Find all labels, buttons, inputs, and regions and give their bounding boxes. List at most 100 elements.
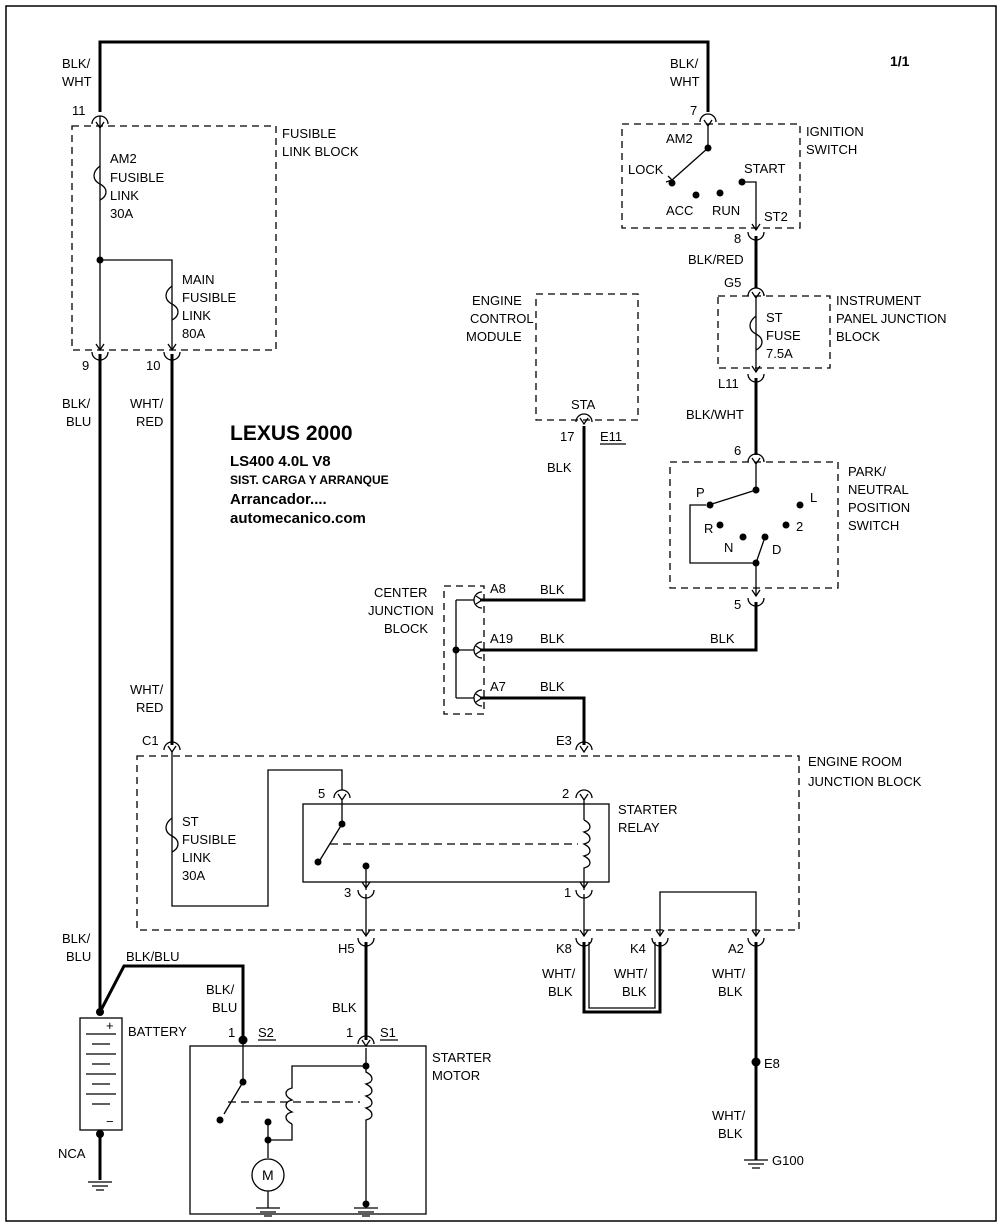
starter-relay <box>302 803 610 883</box>
wire-label-wht-red-1: WHT/ <box>130 396 164 411</box>
ground-symbol-motor <box>256 1207 280 1217</box>
starter-name-1: STARTER <box>432 1050 491 1065</box>
ign-run: RUN <box>712 203 740 218</box>
pnp-name-2: NEUTRAL <box>848 482 909 497</box>
instrument-panel-junction-block: G5 ST FUSE 7.5A L11 INSTRUMENT PANEL JUN… <box>717 275 947 391</box>
battery-nca: NCA <box>58 1146 86 1161</box>
pin-10: 10 <box>146 358 160 373</box>
title-block: LEXUS 2000 LS400 4.0L V8 SIST. CARGA Y A… <box>230 422 389 527</box>
ipjb-name-2: PANEL JUNCTION <box>836 311 947 326</box>
fusible-link-block-name-1: FUSIBLE <box>282 126 337 141</box>
wire-label-blk-blu-2: BLU <box>66 414 91 429</box>
ignition-switch-name-1: IGNITION <box>806 124 864 139</box>
engine-room-junction-block: C1 E3 ST FUSIBLE LINK 30A ENGINE ROOM JU… <box>136 733 922 956</box>
main-fuse-label-1: MAIN <box>182 272 215 287</box>
am2-fuse-label-2: FUSIBLE <box>110 170 165 185</box>
main-fuse-label-2: FUSIBLE <box>182 290 237 305</box>
starter-name-2: MOTOR <box>432 1068 480 1083</box>
cjb-a7: A7 <box>490 679 506 694</box>
starter-s1: S1 <box>380 1025 396 1040</box>
battery-minus: − <box>106 1114 114 1129</box>
title-line2: LS400 4.0L V8 <box>230 453 331 470</box>
ecm-name-1: ENGINE <box>472 293 522 308</box>
ecm-pin-17: 17 <box>560 429 574 444</box>
pnp-name-1: PARK/ <box>848 464 886 479</box>
erjb-k8: K8 <box>556 941 572 956</box>
ign-st2: ST2 <box>764 209 788 224</box>
cjb-a19: A19 <box>490 631 513 646</box>
pin-11: 11 <box>72 103 86 118</box>
st-fusible-label-4: 30A <box>182 868 205 883</box>
st-fuse-label-2: FUSE <box>766 328 801 343</box>
wire-label-blk-blu-top: BLK/BLU <box>126 949 179 964</box>
ecm-pin-e11: E11 <box>600 429 622 444</box>
ignition-switch: 7 AM2 LOCK START ACC RUN ST2 8 IGNITION … <box>621 103 864 246</box>
wire-label-blk-red: BLK/RED <box>688 252 744 267</box>
erjb-k4: K4 <box>630 941 646 956</box>
battery: + − BATTERY NCA <box>58 1017 187 1191</box>
wire-label-blk-wht-right-2: WHT <box>670 74 700 89</box>
ipjb-pin-g5: G5 <box>724 275 741 290</box>
ign-pin-7: 7 <box>690 103 697 118</box>
ground-symbol-frame <box>354 1207 378 1217</box>
pnp-pin-5: 5 <box>734 597 741 612</box>
ign-acc: ACC <box>666 203 693 218</box>
battery-name: BATTERY <box>128 1024 187 1039</box>
st-fusible-label-2: FUSIBLE <box>182 832 237 847</box>
main-fuse-label-3: LINK <box>182 308 211 323</box>
pnp-n: N <box>724 540 733 555</box>
wire-label-wht-blk-k4-2: BLK <box>622 984 647 999</box>
wire-label-blk-h5: BLK <box>332 1000 357 1015</box>
ign-pin-8: 8 <box>734 231 741 246</box>
pnp-name-4: SWITCH <box>848 518 899 533</box>
ground-g100: G100 <box>772 1153 804 1168</box>
wire-label-blk-ecm: BLK <box>547 460 572 475</box>
wire-label-wht-blk-a2-2: BLK <box>718 984 743 999</box>
pnp-r: R <box>704 521 713 536</box>
ground-symbol-battery <box>88 1181 112 1191</box>
erjb-h5: H5 <box>338 941 355 956</box>
motor-label: M <box>262 1167 274 1183</box>
relay-pin-1: 1 <box>564 885 571 900</box>
starter-motor: 1 S2 1 S1 M STARTER MOTOR <box>189 1025 491 1217</box>
wire-label-wht-red-4: RED <box>136 700 163 715</box>
ecm-sta: STA <box>571 397 596 412</box>
wire-label-blk-pnp: BLK <box>710 631 735 646</box>
engine-control-module: ENGINE CONTROL MODULE STA 17 E11 <box>466 293 639 445</box>
starter-pin-1b: 1 <box>346 1025 353 1040</box>
wire-label-blk-blu-s2-1: BLK/ <box>206 982 235 997</box>
ground-symbol-g100 <box>744 1159 768 1169</box>
cjb-name-3: BLOCK <box>384 621 428 636</box>
erjb-e3: E3 <box>556 733 572 748</box>
wire-label-blk-a8: BLK <box>540 582 565 597</box>
main-fuse-label-4: 80A <box>182 326 205 341</box>
title-line3: SIST. CARGA Y ARRANQUE <box>230 473 389 487</box>
wire-blk-ecm <box>480 426 586 602</box>
wire-label-blk-wht-right-1: BLK/ <box>670 56 699 71</box>
wire-blk-blu-s2 <box>98 964 245 1040</box>
relay-pin-5: 5 <box>318 786 325 801</box>
wire-label-wht-red-3: WHT/ <box>130 682 164 697</box>
ipjb-pin-l11: L11 <box>718 376 739 391</box>
title-line5: automecanico.com <box>230 510 366 527</box>
wire-label-blk-blu-1: BLK/ <box>62 396 91 411</box>
fusible-link-block: 11 AM2 FUSIBLE LINK 30A MAIN FUSIBLE LIN… <box>71 103 359 373</box>
relay-pin-3: 3 <box>344 885 351 900</box>
erjb-a2: A2 <box>728 941 744 956</box>
ign-start: START <box>744 161 785 176</box>
ign-lock: LOCK <box>628 162 664 177</box>
pnp-l: L <box>810 490 817 505</box>
st-fuse-label-3: 7.5A <box>766 346 793 361</box>
battery-plus: + <box>106 1018 114 1033</box>
wire-label-blk-blu-3: BLK/ <box>62 931 91 946</box>
erjb-name-2: JUNCTION BLOCK <box>808 774 922 789</box>
wire-label-wht-blk-g-1: WHT/ <box>712 1108 746 1123</box>
ignition-switch-name-2: SWITCH <box>806 142 857 157</box>
st-fusible-label-1: ST <box>182 814 199 829</box>
wire-label-wht-blk-a2-1: WHT/ <box>712 966 746 981</box>
ign-am2: AM2 <box>666 131 693 146</box>
wire-label-blk-wht-pnp: BLK/WHT <box>686 407 744 422</box>
wire-label-blk-wht-left-1: BLK/ <box>62 56 91 71</box>
center-junction-block: A8 A19 A7 CENTER JUNCTION BLOCK <box>368 581 513 715</box>
